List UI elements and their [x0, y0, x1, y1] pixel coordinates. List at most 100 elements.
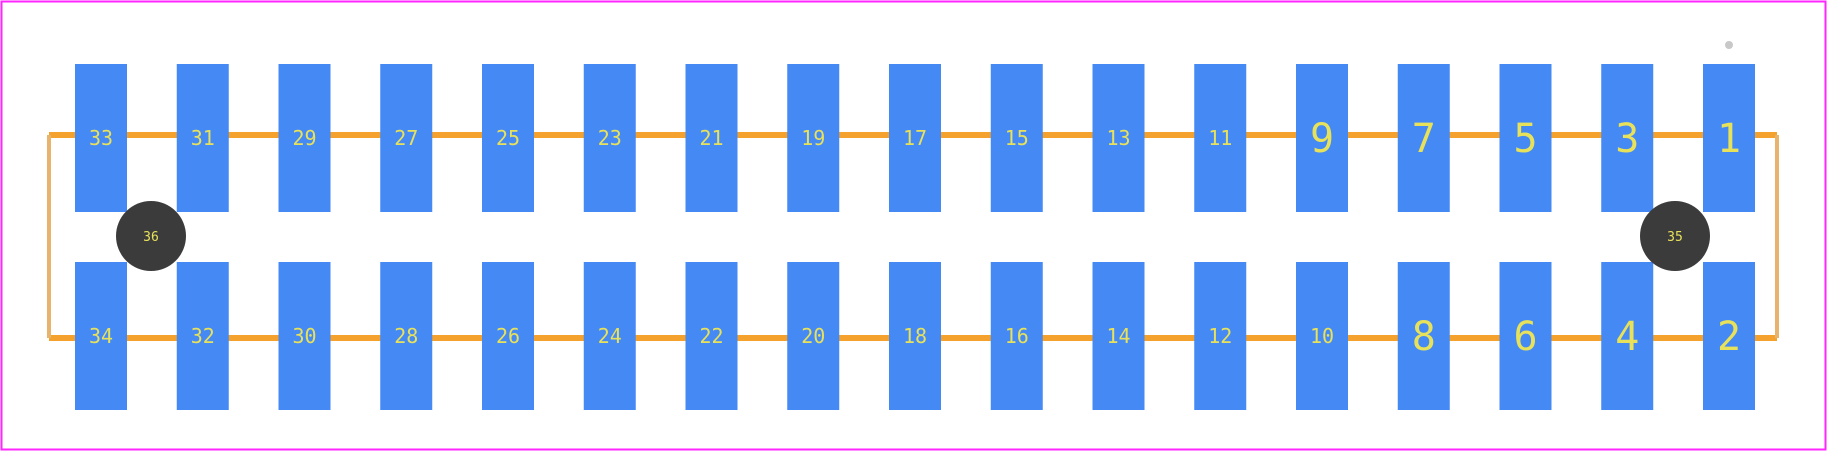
pad-label: 20 [801, 324, 825, 348]
pad-label: 26 [496, 324, 520, 348]
pad-24[interactable]: 24 [583, 262, 636, 410]
pad-label: 5 [1513, 116, 1537, 162]
pad-label: 28 [394, 324, 418, 348]
pad-22[interactable]: 22 [685, 262, 738, 410]
pad-26-copper [482, 262, 534, 410]
pad-30-copper [278, 262, 331, 410]
pad-1[interactable]: 1 [1703, 64, 1755, 212]
pad-30[interactable]: 30 [278, 262, 331, 410]
pad-7-copper [1397, 64, 1450, 212]
pad-5-copper [1499, 64, 1552, 212]
pad-28-copper [380, 262, 433, 410]
pad-10-copper [1296, 262, 1348, 410]
pad-14[interactable]: 14 [1092, 262, 1145, 410]
pad-2-copper [1703, 262, 1755, 410]
pad-label: 31 [191, 126, 215, 150]
pad-label: 12 [1208, 324, 1232, 348]
pad-label: 18 [903, 324, 927, 348]
pad-label: 29 [292, 126, 316, 150]
pad-16[interactable]: 16 [990, 262, 1043, 410]
pad-13[interactable]: 13 [1092, 64, 1145, 212]
pad-19[interactable]: 19 [787, 64, 840, 212]
pad-label: 30 [292, 324, 316, 348]
pad-label: 15 [1005, 126, 1029, 150]
hole-left-body [116, 201, 186, 271]
pad-33[interactable]: 33 [75, 64, 127, 212]
pad-18[interactable]: 18 [889, 262, 941, 410]
pad-28[interactable]: 28 [380, 262, 433, 410]
pad-23[interactable]: 23 [583, 64, 636, 212]
pad-label: 25 [496, 126, 520, 150]
mounting-hole-left[interactable]: 36 [116, 201, 186, 271]
pad-16-copper [990, 262, 1043, 410]
pad-29[interactable]: 29 [278, 64, 331, 212]
pad-17-copper [889, 64, 941, 212]
pad-21[interactable]: 21 [685, 64, 738, 212]
hole-right-body [1640, 201, 1710, 271]
pad-row-bottom: 34 32 30 28 26 24 22 20 18 16 14 12 10 8 6 4 2 [75, 262, 1755, 410]
pad-9-copper [1296, 64, 1348, 212]
pad-15-copper [990, 64, 1043, 212]
pad-label: 9 [1310, 116, 1334, 162]
pad-2[interactable]: 2 [1703, 262, 1755, 410]
pad-label: 6 [1513, 314, 1537, 360]
pad-27-copper [380, 64, 433, 212]
pad-label: 19 [801, 126, 825, 150]
pad-label: 10 [1310, 324, 1334, 348]
pad-label: 22 [699, 324, 723, 348]
pad-17[interactable]: 17 [889, 64, 941, 212]
pad-23-copper [583, 64, 636, 212]
pad-label: 13 [1106, 126, 1130, 150]
pad-12[interactable]: 12 [1194, 262, 1247, 410]
pad-25[interactable]: 25 [482, 64, 534, 212]
pad-label: 1 [1717, 116, 1741, 162]
pad-34[interactable]: 34 [75, 262, 127, 410]
pad-3-copper [1601, 64, 1654, 212]
pad-label: 2 [1717, 314, 1741, 360]
pad-15[interactable]: 15 [990, 64, 1043, 212]
pad-21-copper [685, 64, 738, 212]
mounting-holes: 36 35 [116, 201, 1710, 271]
pad-18-copper [889, 262, 941, 410]
pad-3[interactable]: 3 [1601, 64, 1654, 212]
pad-29-copper [278, 64, 331, 212]
pad-label: 34 [89, 324, 113, 348]
pad-20[interactable]: 20 [787, 262, 840, 410]
pad-label: 23 [598, 126, 622, 150]
pad-7[interactable]: 7 [1397, 64, 1450, 212]
pad-34-copper [75, 262, 127, 410]
pad-label: 32 [191, 324, 215, 348]
pad-label: 16 [1005, 324, 1029, 348]
pad-label: 4 [1615, 314, 1639, 360]
pad-label: 3 [1615, 116, 1639, 162]
pad-8[interactable]: 8 [1397, 262, 1450, 410]
pad-label: 24 [598, 324, 622, 348]
mounting-hole-right[interactable]: 35 [1640, 201, 1710, 271]
pad-6-copper [1499, 262, 1552, 410]
pad-20-copper [787, 262, 840, 410]
pad-label: 27 [394, 126, 418, 150]
pad-31[interactable]: 31 [176, 64, 229, 212]
pad-14-copper [1092, 262, 1145, 410]
pad-24-copper [583, 262, 636, 410]
pad-32[interactable]: 32 [176, 262, 229, 410]
pad-5[interactable]: 5 [1499, 64, 1552, 212]
pad-33-copper [75, 64, 127, 212]
pad-9[interactable]: 9 [1296, 64, 1348, 212]
pad-label: 7 [1412, 116, 1436, 162]
pad-10[interactable]: 10 [1296, 262, 1348, 410]
pad-32-copper [176, 262, 229, 410]
pad-22-copper [685, 262, 738, 410]
pad-26[interactable]: 26 [482, 262, 534, 410]
pad-4[interactable]: 4 [1601, 262, 1654, 410]
pad-1-copper [1703, 64, 1755, 212]
pad-6[interactable]: 6 [1499, 262, 1552, 410]
pad-13-copper [1092, 64, 1145, 212]
pad-27[interactable]: 27 [380, 64, 433, 212]
pad-25-copper [482, 64, 534, 212]
pad-4-copper [1601, 262, 1654, 410]
pad-11[interactable]: 11 [1194, 64, 1247, 212]
